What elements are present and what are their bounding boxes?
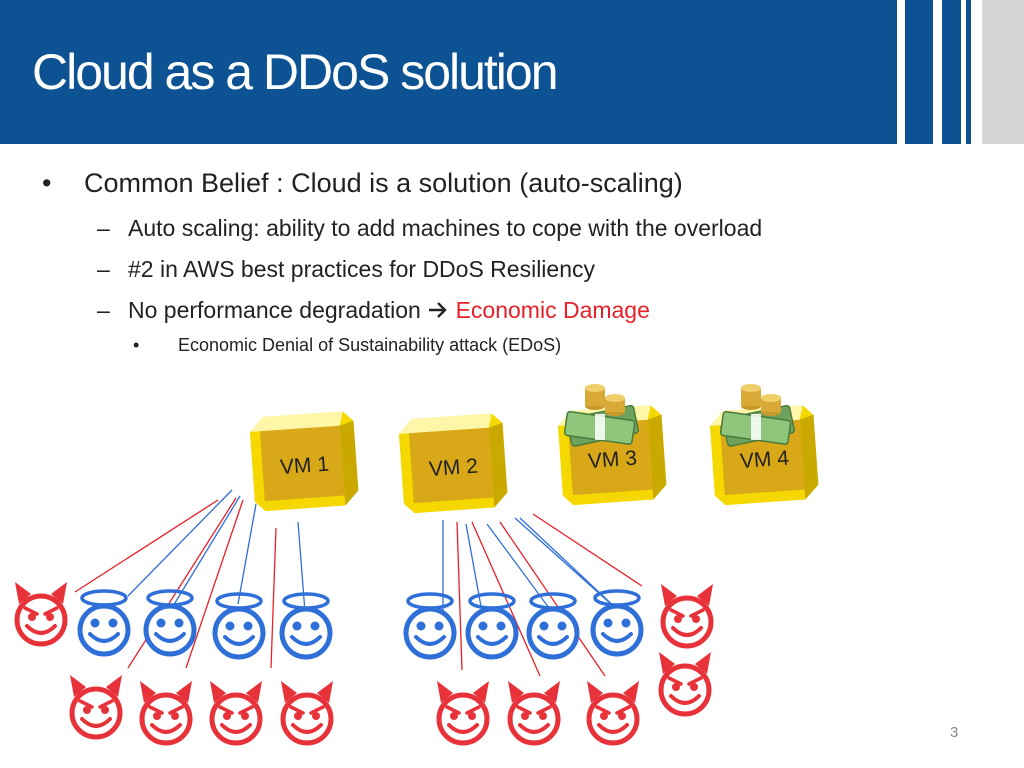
economic-damage-text: Economic Damage — [455, 297, 650, 323]
vm-2-label: VM 2 — [428, 455, 479, 481]
bullet-sub-3-text: No performance degradation — [128, 297, 421, 323]
attacker-icon — [587, 681, 639, 743]
decor-stripe-4 — [982, 0, 1024, 144]
benign-user-icon — [146, 591, 194, 654]
benign-user-icon — [593, 591, 641, 654]
bullet-sub-1-text: Auto scaling: ability to add machines to… — [128, 215, 763, 241]
decor-stripe-2 — [942, 0, 961, 144]
right-arrow-icon — [429, 302, 447, 318]
bullet-sub-sub-text: Economic Denial of Sustainability attack… — [178, 335, 562, 355]
vm-4-box: VM 4 — [709, 404, 820, 506]
vm-3-box: VM 3 — [557, 404, 668, 506]
benign-user-icon — [406, 594, 454, 657]
bullet-dot: • — [133, 335, 140, 355]
attacker-icon — [70, 675, 122, 737]
bullet-sub-2-text: #2 in AWS best practices for DDoS Resili… — [128, 256, 595, 282]
attacker-icon — [281, 681, 333, 743]
attacker-icon — [437, 681, 489, 743]
decor-stripe-3 — [966, 0, 971, 144]
vm-1-label: VM 1 — [279, 453, 330, 479]
benign-user-icon — [282, 594, 330, 657]
title-bar: Cloud as a DDoS solution — [0, 0, 897, 144]
attacker-icon — [210, 681, 262, 743]
money-stack-icon — [563, 383, 640, 448]
bullet-dash: – — [97, 297, 110, 323]
benign-user-icon — [80, 591, 128, 654]
vm-4-label: VM 4 — [739, 447, 790, 473]
attacker-icon — [508, 681, 560, 743]
bullet-sub-3-line: No performance degradation Economic Dama… — [128, 296, 650, 324]
bullet-dash: – — [97, 256, 110, 282]
page-number: 3 — [950, 724, 959, 741]
benign-user-icon — [215, 594, 263, 657]
attacker-icon — [15, 582, 67, 644]
attacker-icon — [659, 652, 711, 714]
benign-user-icon — [529, 594, 577, 657]
decor-stripe-1 — [905, 0, 933, 144]
slide-title: Cloud as a DDoS solution — [32, 44, 559, 100]
vm-2-box: VM 2 — [398, 412, 509, 514]
bullet-dash: – — [97, 215, 110, 241]
bullet-main-text: Common Belief : Cloud is a solution (aut… — [84, 168, 683, 198]
benign-user-icon — [468, 594, 516, 657]
attacker-icon — [140, 681, 192, 743]
vm-3-label: VM 3 — [587, 447, 638, 473]
vm-1-box: VM 1 — [249, 410, 360, 512]
money-stack-icon — [719, 383, 796, 448]
attacker-icon — [661, 584, 713, 646]
bullet-dot: • — [42, 168, 52, 198]
